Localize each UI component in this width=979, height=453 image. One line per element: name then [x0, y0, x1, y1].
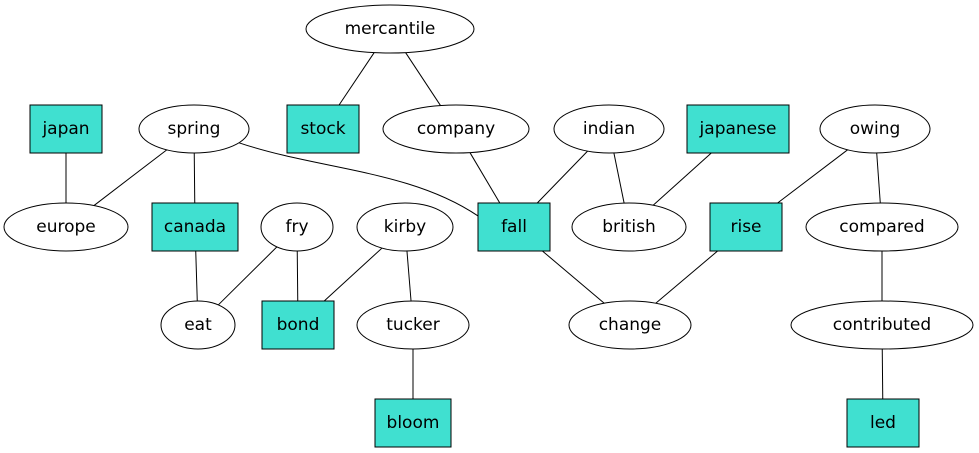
node-bond: bond — [261, 300, 335, 350]
node-owing-label: owing — [850, 119, 901, 139]
node-japan-box — [29, 104, 103, 154]
edge-owing-rise — [777, 149, 848, 204]
node-spring: spring — [138, 104, 250, 154]
node-fry: fry — [260, 202, 334, 252]
node-kirby: kirby — [356, 202, 454, 252]
node-compared: compared — [805, 202, 959, 252]
node-british-label: british — [602, 217, 656, 237]
edge-indian-british — [613, 152, 625, 204]
node-company: company — [382, 104, 530, 154]
node-british-ellipse — [571, 202, 687, 252]
node-japanese-label: japanese — [699, 119, 777, 139]
node-contributed-label: contributed — [833, 315, 931, 335]
node-bond-box — [261, 300, 335, 350]
edge-spring-europe — [93, 149, 168, 206]
node-tucker-label: tucker — [386, 315, 439, 335]
node-japan: japan — [29, 104, 103, 154]
node-british: british — [571, 202, 687, 252]
edge-spring-canada — [193, 152, 196, 204]
node-contributed: contributed — [790, 300, 974, 350]
node-indian-ellipse — [553, 104, 665, 154]
node-europe-label: europe — [36, 217, 96, 237]
edge-spring-fall — [238, 142, 479, 217]
edge-fry-bond — [296, 250, 299, 302]
node-bond-label: bond — [277, 315, 320, 335]
edge-kirby-tucker — [406, 250, 412, 302]
node-led-box — [846, 398, 920, 448]
node-kirby-ellipse — [356, 202, 454, 252]
node-fall-label: fall — [501, 217, 527, 237]
node-fry-ellipse — [260, 202, 334, 252]
edge-owing-compared — [876, 152, 881, 204]
node-japan-label: japan — [41, 119, 89, 139]
node-fall: fall — [477, 202, 551, 252]
node-stock-box — [286, 104, 360, 154]
node-change-ellipse — [568, 300, 692, 350]
node-owing-ellipse — [819, 104, 931, 154]
node-spring-ellipse — [138, 104, 250, 154]
node-fall-box — [477, 202, 551, 252]
node-japanese-box — [686, 104, 790, 154]
node-canada: canada — [151, 202, 239, 252]
node-tucker-ellipse — [356, 300, 470, 350]
edge-contributed-led — [881, 348, 884, 400]
edge-company-fall — [469, 152, 501, 204]
node-europe-ellipse — [3, 202, 129, 252]
node-stock: stock — [286, 104, 360, 154]
node-change: change — [568, 300, 692, 350]
node-kirby-label: kirby — [384, 217, 426, 237]
node-compared-ellipse — [805, 202, 959, 252]
nodes-layer: mercantile japan spring stock company indian j… — [3, 4, 974, 448]
node-mercantile-label: mercantile — [345, 19, 436, 39]
node-canada-box — [151, 202, 239, 252]
edge-rise-change — [655, 250, 718, 304]
edge-indian-fall — [536, 150, 588, 204]
node-eat-ellipse — [160, 300, 236, 350]
node-spring-label: spring — [168, 119, 221, 139]
node-europe: europe — [3, 202, 129, 252]
node-compared-label: compared — [839, 217, 924, 237]
node-indian: indian — [553, 104, 665, 154]
node-bloom-box — [374, 398, 452, 448]
node-owing: owing — [819, 104, 931, 154]
node-mercantile-ellipse — [305, 4, 475, 54]
node-led: led — [846, 398, 920, 448]
node-tucker: tucker — [356, 300, 470, 350]
edges-layer — [65, 52, 884, 400]
node-eat: eat — [160, 300, 236, 350]
node-fry-label: fry — [285, 217, 308, 237]
node-change-label: change — [599, 315, 662, 335]
edge-kirby-bond — [323, 247, 383, 302]
node-led-label: led — [870, 413, 896, 433]
node-stock-label: stock — [300, 119, 345, 139]
node-indian-label: indian — [583, 119, 635, 139]
edge-mercantile-company — [405, 52, 441, 106]
node-rise-label: rise — [730, 217, 761, 237]
node-bloom: bloom — [374, 398, 452, 448]
node-bloom-label: bloom — [387, 413, 440, 433]
edge-mercantile-stock — [338, 52, 375, 106]
node-company-label: company — [417, 119, 495, 139]
edge-japanese-british — [652, 152, 712, 206]
node-eat-label: eat — [184, 315, 212, 335]
edge-fall-change — [542, 250, 605, 304]
node-contributed-ellipse — [790, 300, 974, 350]
edge-canada-eat — [195, 250, 198, 302]
node-company-ellipse — [382, 104, 530, 154]
node-rise: rise — [709, 202, 783, 252]
node-mercantile: mercantile — [305, 4, 475, 54]
node-rise-box — [709, 202, 783, 252]
node-canada-label: canada — [164, 217, 226, 237]
node-japanese: japanese — [686, 104, 790, 154]
edge-fry-eat — [217, 246, 278, 306]
